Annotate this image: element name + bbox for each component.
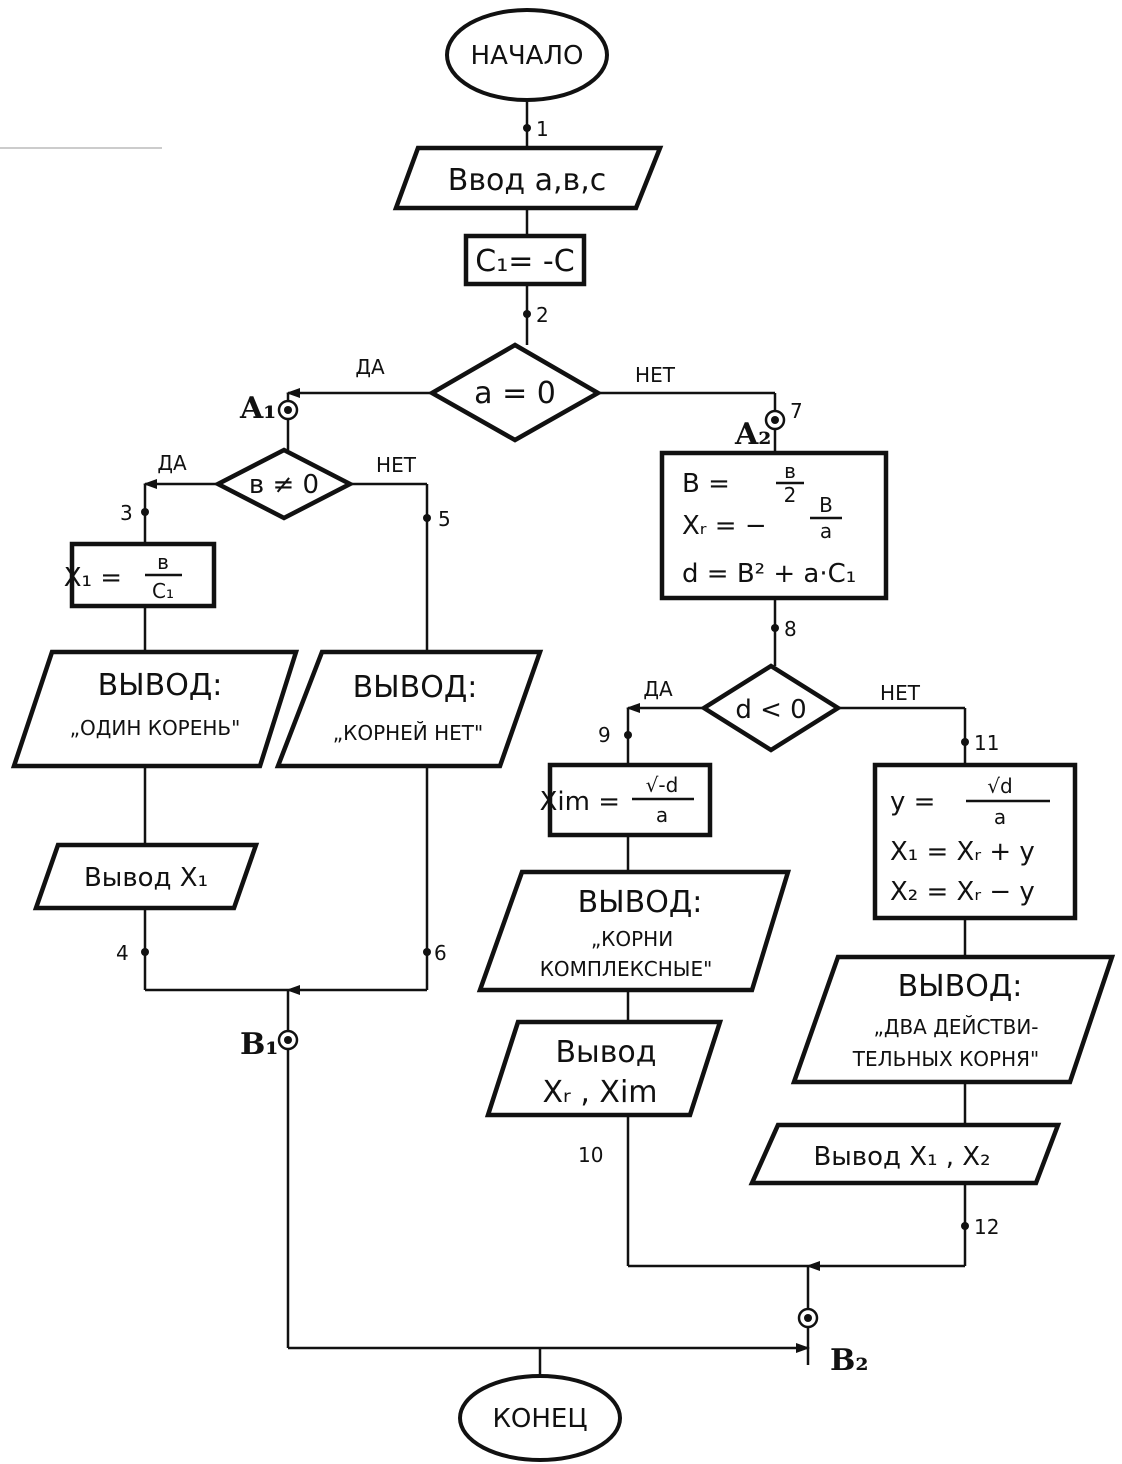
x1-calc-block: X₁ = в C₁ [64,541,217,609]
xim-den: a [656,803,668,827]
connector-b1: B₁ [240,1027,299,1062]
connector-a2-label: A₂ [734,417,771,452]
calc-d-label: d = B² + a·C₁ [682,559,856,589]
output-x1-block: Вывод X₁ [32,842,260,911]
branch-yes-d: ДА [643,677,673,701]
out-x1-x2-label: Вывод X₁ , X₂ [813,1142,990,1172]
point-7: 7 [790,399,803,423]
xim-num: √-d [646,773,679,797]
output-no-roots-block: ВЫВОД: „КОРНЕЙ НЕТ" [274,649,544,769]
cond-a-label: a = 0 [474,376,556,411]
branch-no-d: НЕТ [880,681,921,705]
x1-calc-lhs: X₁ = [64,563,122,593]
output-x1-x2-block: Вывод X₁ , X₂ [748,1122,1062,1186]
out-two-real-line1: „ДВА ДЕЙСТВИ- [873,1015,1038,1039]
out-two-real-title: ВЫВОД: [898,969,1023,1004]
out-complex-line1: „КОРНИ [591,927,673,951]
y-x1-x2-block: y = √d a X₁ = Xᵣ + y X₂ = Xᵣ − y [872,762,1078,921]
x1-sum-label: X₁ = Xᵣ + y [890,837,1035,867]
x1-calc-den: C₁ [152,579,174,603]
cond-b-diamond: в ≠ 0 [213,447,355,521]
point-2: 2 [536,303,549,327]
branch-no-a: НЕТ [635,363,676,387]
point-4: 4 [116,941,129,965]
input-block: Ввод a,в,c [392,145,664,211]
cond-b-label: в ≠ 0 [249,470,319,500]
y-den: a [994,805,1006,829]
input-label: Ввод a,в,c [448,163,607,198]
point-10: 10 [578,1143,603,1167]
out-complex-title: ВЫВОД: [578,885,703,920]
start-label: НАЧАЛО [471,41,584,71]
point-3: 3 [120,501,133,525]
out-one-root-text: „ОДИН КОРЕНЬ" [70,716,241,740]
connector-b2: B₂ [797,1307,869,1378]
xim-lhs: Xim = [540,787,620,817]
out-no-roots-title: ВЫВОД: [353,670,478,705]
end-label: КОНЕЦ [492,1404,587,1434]
calc-b-den: 2 [784,483,797,507]
y-lhs: y = [890,787,935,817]
connector-b1-label: B₁ [240,1027,279,1062]
point-5: 5 [438,507,451,531]
connector-a1: A₁ [239,391,299,426]
connector-b2-label: B₂ [830,1343,869,1378]
point-9: 9 [598,723,611,747]
numbered-points: 1 2 3 4 5 6 7 8 9 10 11 12 [116,117,999,1239]
calc-xr-den: a [820,519,832,543]
branch-no-b: НЕТ [376,453,417,477]
point-12: 12 [974,1215,999,1239]
calc-b-xr-d-block: B = в 2 Xᵣ = − B a d = B² + a·C₁ [659,450,889,601]
calc-b-lhs: B = [682,469,730,499]
output-complex-block: ВЫВОД: „КОРНИ КОМПЛЕКСНЫЕ" [476,869,792,993]
connector-a2: A₂ [734,409,786,452]
end-terminal: КОНЕЦ [458,1374,622,1462]
point-8: 8 [784,617,797,641]
c1-assign-block: C₁= -C [463,233,587,287]
output-two-real-block: ВЫВОД: „ДВА ДЕЙСТВИ- ТЕЛЬНЫХ КОРНЯ" [790,954,1116,1085]
out-one-root-title: ВЫВОД: [98,668,223,703]
cond-a-diamond: a = 0 [427,342,603,443]
branch-yes-a: ДА [355,355,385,379]
x1-calc-num: в [157,550,169,574]
out-two-real-line2: ТЕЛЬНЫХ КОРНЯ" [852,1047,1040,1071]
output-one-root-block: ВЫВОД: „ОДИН КОРЕНЬ" [10,649,300,769]
x2-diff-label: X₂ = Xᵣ − y [890,877,1035,907]
xim-calc-block: Xim = √-d a [540,762,713,838]
connector-a1-label: A₁ [239,391,276,426]
calc-xr-num: B [819,493,833,517]
calc-xr-lhs: Xᵣ = − [682,511,767,541]
calc-b-num: в [784,459,796,483]
c1-assign-label: C₁= -C [475,244,574,279]
out-xr-xim-line1: Вывод [555,1035,656,1070]
out-xr-xim-line2: Xᵣ , Xim [542,1075,657,1110]
point-11: 11 [974,731,999,755]
cond-d-diamond: d < 0 [699,663,843,753]
branch-yes-b: ДА [157,451,187,475]
out-complex-line2: КОМПЛЕКСНЫЕ" [540,957,713,981]
point-1: 1 [536,117,549,141]
point-6: 6 [434,941,447,965]
y-num: √d [987,774,1012,798]
out-no-roots-text: „КОРНЕЙ НЕТ" [333,721,483,745]
start-terminal: НАЧАЛО [445,8,609,102]
out-x1-label: Вывод X₁ [84,863,208,893]
output-xr-xim-block: Вывод Xᵣ , Xim [484,1019,724,1118]
cond-d-label: d < 0 [735,695,806,725]
